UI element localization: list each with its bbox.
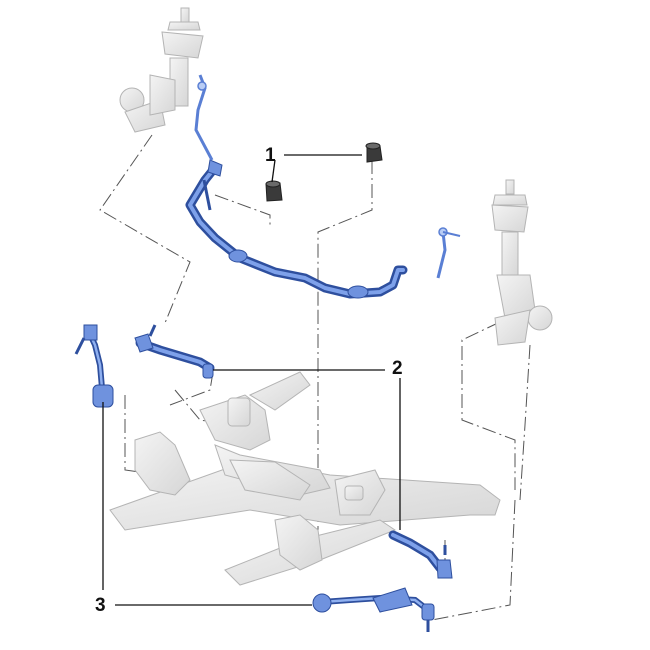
callout-label-2: 2 (392, 358, 403, 379)
stabilizer-bushing-icon (265, 142, 383, 202)
left-strut-assembly-icon (119, 7, 204, 133)
callout-label-3: 3 (95, 595, 106, 616)
drop-link-icon (194, 74, 461, 279)
left-control-link-icon (74, 324, 114, 408)
right-strut-assembly-icon (491, 179, 553, 346)
stabilizer-bar-icon (185, 159, 408, 299)
callout-label-1: 1 (265, 145, 276, 166)
right-tie-rod-icon (388, 530, 453, 579)
right-control-link-icon (312, 587, 435, 632)
callout-leader-lines (102, 154, 401, 606)
left-tie-rod-icon (134, 324, 215, 379)
leader-1b (271, 159, 276, 183)
subframe (109, 371, 501, 586)
